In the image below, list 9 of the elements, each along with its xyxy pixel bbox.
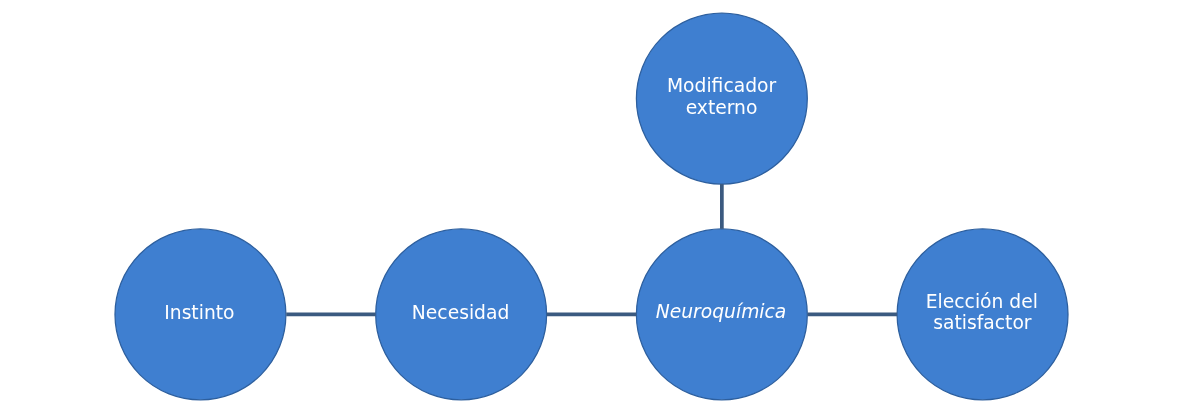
node-circle: Modificador externo bbox=[635, 12, 808, 185]
node-circle: Elección del satisfactor bbox=[896, 228, 1069, 401]
connector bbox=[286, 312, 376, 317]
connector bbox=[807, 312, 897, 317]
connector bbox=[546, 312, 637, 317]
node-circle: Necesidad bbox=[375, 228, 548, 401]
node-circle: Neuroquímica bbox=[635, 228, 808, 401]
connector bbox=[720, 184, 724, 229]
node-circle: Instinto bbox=[114, 228, 287, 401]
